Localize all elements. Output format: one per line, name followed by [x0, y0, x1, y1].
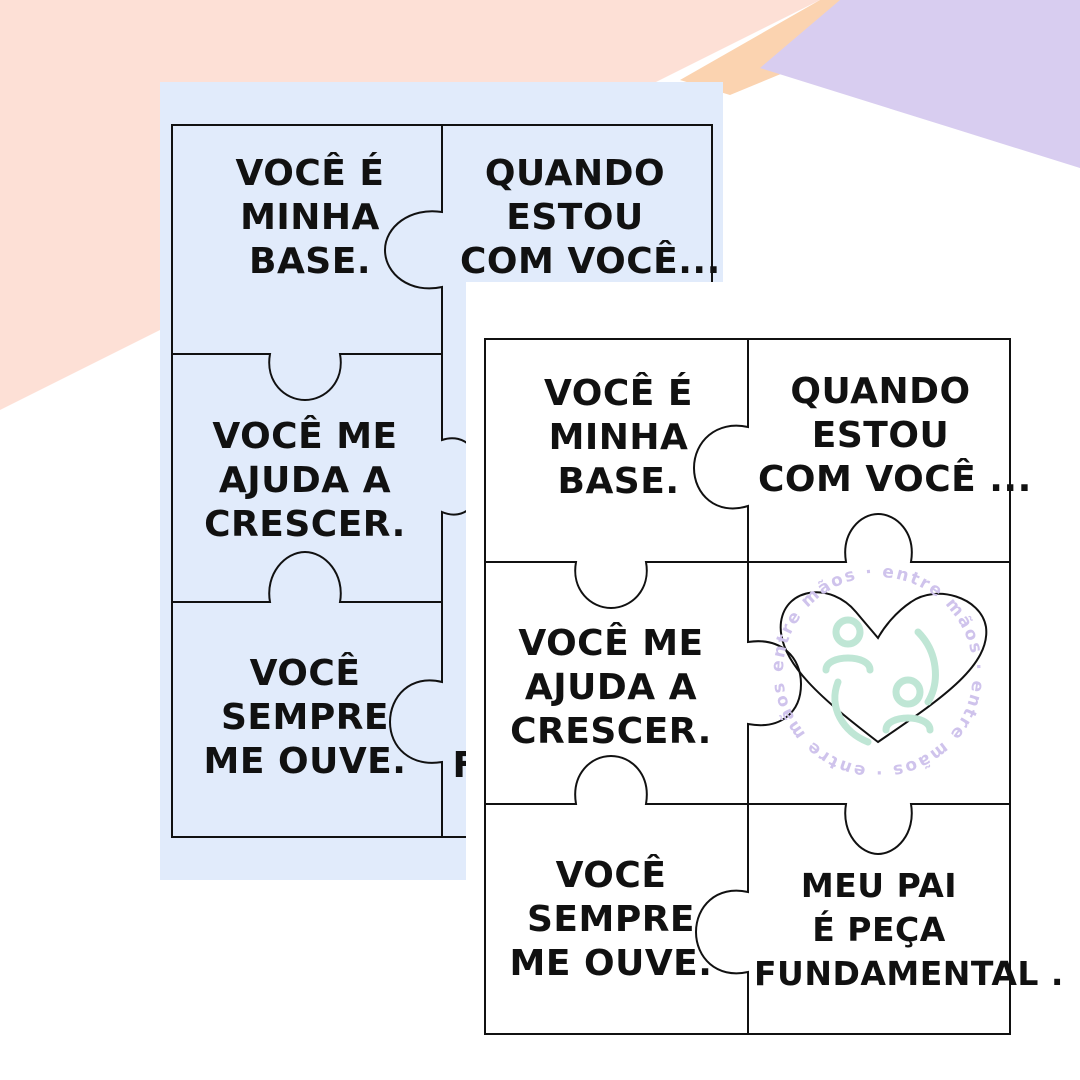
- piece-line: AJUDA A: [524, 667, 698, 708]
- piece-line: QUANDO: [790, 371, 971, 412]
- piece-line: COM VOCÊ ...: [758, 459, 1032, 500]
- back-piece-3-text: VOCÊ ME AJUDA A CRESCER.: [190, 415, 420, 547]
- piece-line: MINHA: [548, 417, 689, 458]
- piece-line: VOCÊ: [555, 855, 667, 896]
- piece-line: SEMPRE: [220, 697, 390, 738]
- piece-line: VOCÊ ME: [518, 623, 704, 664]
- piece-line: VOCÊ: [249, 653, 361, 694]
- piece-line: COM VOCÊ...: [460, 241, 721, 282]
- piece-line: ESTOU: [811, 415, 950, 456]
- back-piece-4-text: VOCÊ SEMPRE ME OUVE.: [200, 652, 410, 784]
- front-piece-5-text: MEU PAI É PEÇA FUNDAMENTAL .: [754, 864, 1064, 996]
- piece-line: MINHA: [240, 197, 380, 238]
- back-piece-2-text: QUANDO ESTOU COM VOCÊ...: [460, 152, 721, 284]
- piece-line: ESTOU: [506, 197, 644, 238]
- heart-people-logo-icon: entre mãos · entre mãos · entre mãos · e…: [768, 562, 988, 782]
- piece-line: BASE.: [249, 241, 371, 282]
- piece-line: MEU PAI: [800, 866, 958, 905]
- piece-line: VOCÊ É: [235, 153, 385, 194]
- svg-text:entre mãos · entre mãos · entr: entre mãos · entre mãos · entre mãos · e…: [768, 562, 988, 782]
- piece-line: VOCÊ É: [544, 373, 693, 414]
- lavender-triangle: [760, 0, 1080, 168]
- front-puzzle-sheet: entre mãos · entre mãos · entre mãos · e…: [466, 282, 1064, 1052]
- piece-line: VOCÊ ME: [212, 416, 398, 457]
- piece-line: CRESCER.: [204, 504, 406, 545]
- front-piece-1-text: VOCÊ É MINHA BASE.: [511, 372, 726, 504]
- logo-ring-text: entre mãos · entre mãos · entre mãos · e…: [768, 562, 986, 782]
- back-piece-1-text: VOCÊ É MINHA BASE.: [210, 152, 410, 284]
- piece-line: BASE.: [557, 461, 680, 502]
- front-piece-3-text: VOCÊ ME AJUDA A CRESCER.: [496, 622, 726, 754]
- piece-line: CRESCER.: [510, 711, 712, 752]
- front-piece-4-text: VOCÊ SEMPRE ME OUVE.: [506, 854, 716, 986]
- front-piece-2-text: QUANDO ESTOU COM VOCÊ ...: [758, 370, 1032, 502]
- piece-line: QUANDO: [484, 153, 666, 194]
- piece-line: SEMPRE: [526, 899, 696, 940]
- piece-line: É PEÇA: [812, 910, 946, 949]
- piece-line: ME OUVE.: [509, 943, 713, 984]
- piece-line: AJUDA A: [218, 460, 392, 501]
- piece-line: FUNDAMENTAL .: [754, 954, 1064, 993]
- front-puzzle-lines: [484, 338, 1011, 1035]
- piece-line: ME OUVE.: [203, 741, 407, 782]
